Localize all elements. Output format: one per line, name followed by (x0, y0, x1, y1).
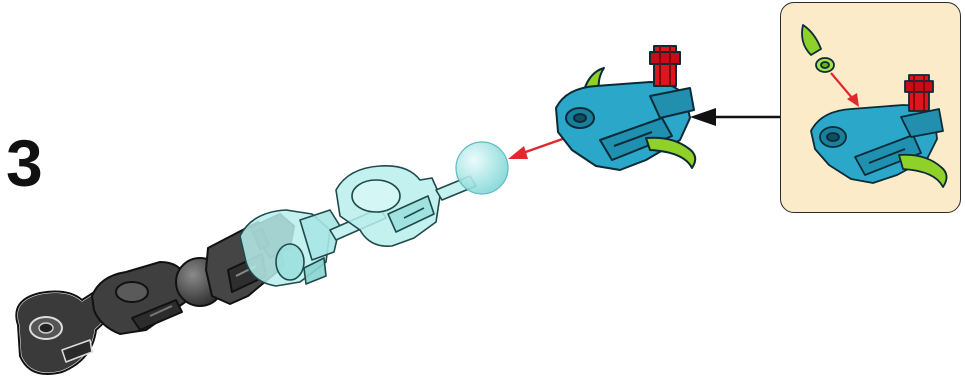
dark-connector (92, 262, 188, 334)
translucent-link-2 (336, 166, 440, 246)
translucent-ball-joint-icon (456, 142, 508, 194)
callout-red-cross-pin-icon (905, 75, 933, 111)
callout-pointer-arrow-icon (690, 108, 780, 126)
translucent-link-1 (240, 210, 340, 286)
red-cross-pin-icon (650, 46, 680, 86)
callout-assembly-arrow-icon (831, 73, 859, 107)
callout-diagram (781, 3, 961, 213)
blue-connector (556, 46, 695, 170)
callout-green-claw-icon (802, 25, 834, 72)
translucent-chain (240, 142, 508, 286)
callout-box (780, 2, 961, 213)
